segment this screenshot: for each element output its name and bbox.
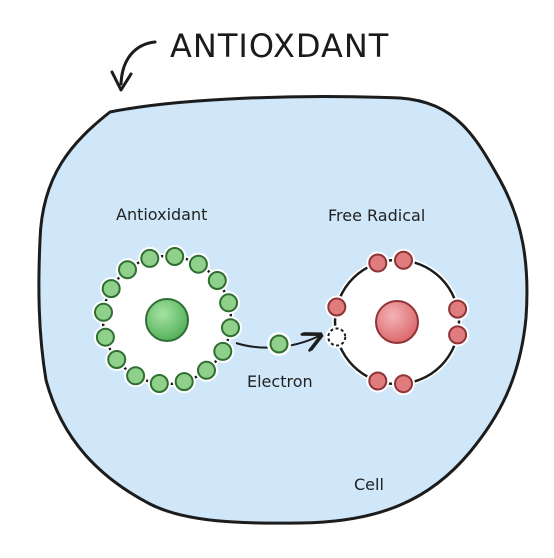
cell-membrane bbox=[37, 95, 529, 525]
free-radical-electron-shell bbox=[325, 248, 470, 396]
title-arrowhead bbox=[110, 70, 133, 92]
antioxidant-electron bbox=[101, 279, 121, 299]
antioxidant-electron bbox=[174, 372, 194, 392]
antioxidant-electron bbox=[95, 327, 115, 347]
cell-label: Cell bbox=[354, 475, 384, 494]
transferred-electron bbox=[269, 334, 289, 354]
antioxidant-electron bbox=[165, 247, 185, 266]
antioxidant-electron bbox=[107, 350, 127, 369]
antioxidant-electron bbox=[213, 341, 233, 361]
antioxidant-electron bbox=[140, 248, 160, 268]
title-curved-arrow bbox=[119, 40, 157, 86]
free-radical-electron bbox=[448, 325, 468, 345]
antioxidant-molecule bbox=[92, 245, 242, 395]
antioxidant-electron bbox=[207, 271, 227, 290]
free-radical-electron bbox=[448, 299, 468, 319]
antioxidant-nucleus bbox=[145, 298, 189, 342]
antioxidant-electron bbox=[197, 360, 216, 380]
antioxidant-electron-shell bbox=[92, 245, 242, 395]
free-radical-label: Free Radical bbox=[328, 206, 425, 225]
free-radical-electron bbox=[394, 374, 413, 394]
antioxidant-electron bbox=[149, 374, 169, 393]
antioxidant-label: Antioxidant bbox=[116, 205, 207, 224]
electron-label: Electron bbox=[247, 372, 313, 391]
free-radical-electron bbox=[368, 253, 388, 273]
free-radical-nucleus bbox=[375, 300, 419, 344]
antioxidant-electron bbox=[94, 302, 113, 322]
antioxidant-electron bbox=[219, 293, 239, 313]
watermark-text: 知乎 @瑞德林 bbox=[426, 522, 521, 540]
antioxidant-electron bbox=[221, 318, 240, 338]
diagram-title: ANTIOXDANT bbox=[170, 27, 389, 65]
free-radical-molecule bbox=[325, 248, 470, 396]
missing-electron-slot bbox=[327, 327, 347, 347]
antioxidant-electron bbox=[118, 260, 137, 280]
antioxidant-electron bbox=[126, 366, 146, 386]
free-radical-electron bbox=[368, 371, 388, 391]
free-radical-electron bbox=[327, 297, 347, 317]
free-radical-electron bbox=[394, 250, 413, 270]
antioxidant-electron bbox=[188, 254, 208, 274]
